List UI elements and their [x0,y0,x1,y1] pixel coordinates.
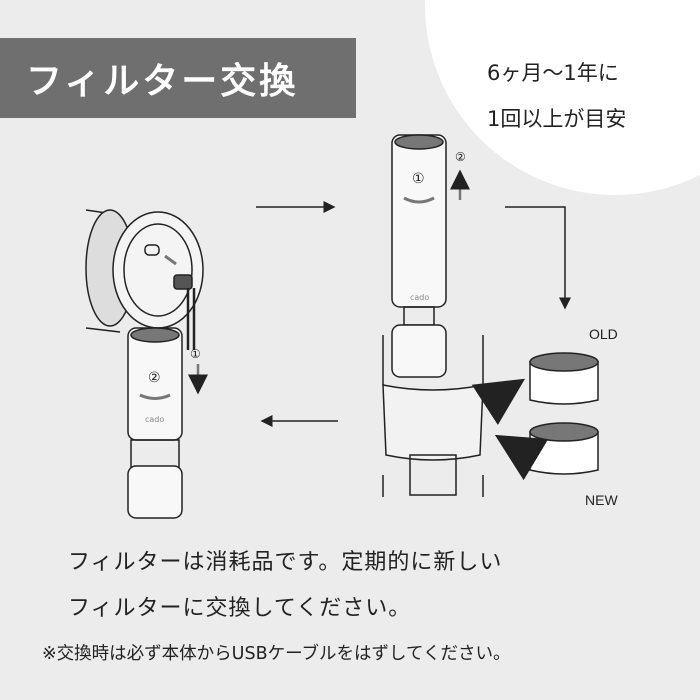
arrow-down [505,206,571,310]
old-filter-label: OLD [589,326,618,342]
frequency-note-line: 6ヶ月〜1年に [487,61,619,85]
instruction-illustration: ① ② cado ② ① cado [85,0,700,519]
frequency-note-line: 1回以上が目安 [487,107,627,131]
cado-logo: cado [145,415,164,424]
description-line: フィルターに交換してください。 [68,596,412,621]
frequency-note: 6ヶ月〜1年に 1回以上が目安 [487,50,626,142]
reassemble-illustration: ② ① cado [127,327,208,519]
description-line: フィルターは消耗品です。定期的に新しい [68,550,503,575]
unplug-cable-illustration [85,209,204,350]
frequency-bubble [425,0,700,195]
step-one-mark: ① [190,347,201,361]
rotate-lift-illustration: ① ② cado [391,134,470,378]
step-two-mark: ② [148,370,161,386]
new-filter-label: NEW [585,492,618,508]
page-title: フィルター交換 [0,38,356,118]
footnote: ※交換時は必ず本体からUSBケーブルをはずしてください。 [42,644,511,664]
description: フィルターは消耗品です。定期的に新しい フィルターに交換してください。 [68,540,502,632]
cado-logo: cado [410,293,429,302]
swap-filter-illustration [382,335,599,497]
step-one-mark: ① [412,171,425,187]
step-two-mark: ② [455,150,466,164]
